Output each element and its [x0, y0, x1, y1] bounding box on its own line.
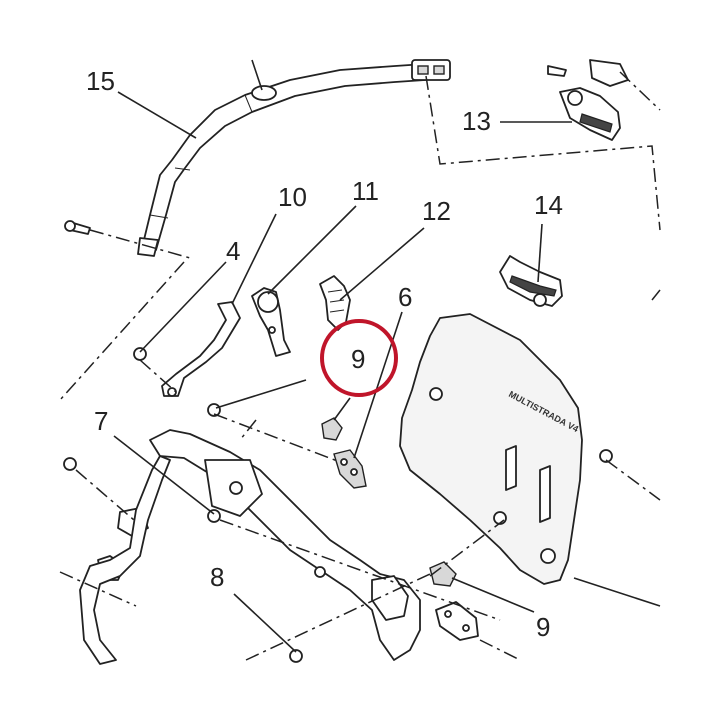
part-6-heat-shield: MULTISTRADA V4: [399, 313, 583, 585]
guide-lines: [59, 71, 661, 661]
part-10-clamp: [251, 287, 291, 357]
callout-6: 6: [398, 282, 412, 312]
part-plate-small: [333, 449, 367, 489]
callout-15: 15: [86, 66, 115, 96]
callout-7: 7: [94, 406, 108, 436]
callout-10: 10: [278, 182, 307, 212]
leader-lines: [113, 59, 661, 653]
callout-9-bottom: 9: [536, 612, 550, 642]
callout-11: 11: [352, 176, 379, 206]
screw-icon: [64, 220, 91, 235]
callout-labels: 15 13 10 11 12 14 4 6 9 7 8 9: [86, 66, 563, 642]
part-plate-lower: [435, 601, 479, 641]
callout-9-top: 9: [351, 344, 365, 374]
lower-frame-tube: [79, 429, 421, 665]
highlight-ring: [320, 319, 398, 397]
callout-14: 14: [534, 190, 563, 220]
part-9-pad-top: [321, 417, 343, 441]
callout-13: 13: [462, 106, 491, 136]
callout-8: 8: [210, 562, 224, 592]
part-9-pad-bottom: [429, 561, 457, 587]
callout-4: 4: [226, 236, 240, 266]
part-13-bracket: [547, 59, 629, 141]
bolt-icons: [63, 347, 613, 663]
part-15-tube-bar: [137, 59, 451, 257]
part-14-clip: [499, 255, 563, 307]
callout-12: 12: [422, 196, 451, 226]
